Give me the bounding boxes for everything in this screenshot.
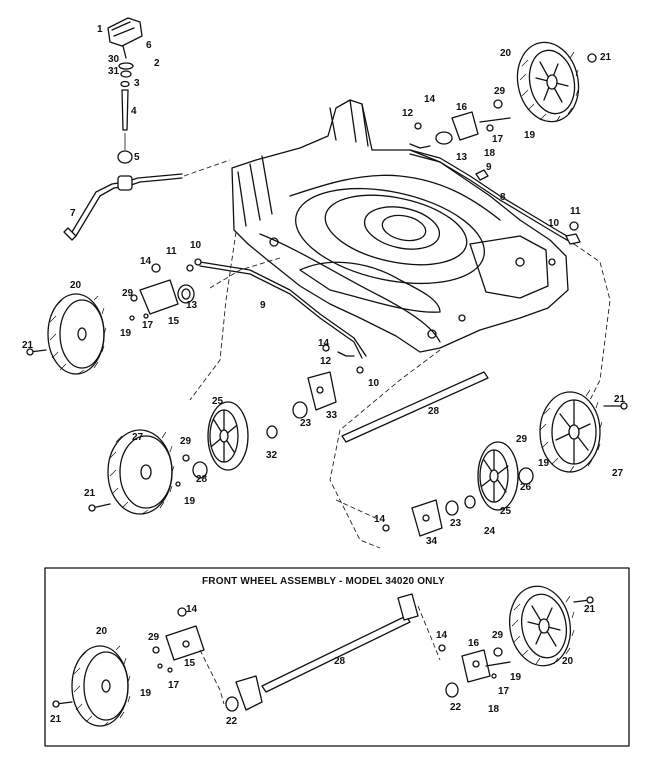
main-callout-11: 14 xyxy=(424,94,436,105)
wheel-bottom-right xyxy=(518,389,628,485)
inset-callout-16: 21 xyxy=(584,604,596,615)
main-callout-9: 20 xyxy=(500,48,512,59)
wheel-bottom-left xyxy=(88,429,208,515)
main-callout-21: 10 xyxy=(548,218,560,229)
main-callout-34: 14 xyxy=(318,338,330,349)
main-callout-24: 11 xyxy=(166,246,177,257)
main-callout-49: 19 xyxy=(538,458,550,469)
inset-callout-1: 20 xyxy=(96,626,108,637)
main-callout-43: 29 xyxy=(180,436,192,447)
main-callout-55: 24 xyxy=(484,526,496,537)
bracket-left-mid xyxy=(129,258,202,321)
main-callout-18: 13 xyxy=(456,152,468,163)
inset-callout-12: 19 xyxy=(510,672,522,683)
main-callout-10: 21 xyxy=(600,52,612,63)
main-callout-52: 14 xyxy=(374,514,386,525)
main-callout-51: 26 xyxy=(520,482,532,493)
wheel-left-mid xyxy=(26,293,107,375)
bracket-center xyxy=(292,344,364,419)
inset-callout-6: 21 xyxy=(50,714,62,725)
main-callout-48: 29 xyxy=(516,434,528,445)
inset-title: FRONT WHEEL ASSEMBLY - MODEL 34020 ONLY xyxy=(202,576,445,587)
main-callout-4: 31 xyxy=(108,66,120,77)
main-callout-41: 32 xyxy=(266,450,278,461)
inset-callout-4: 19 xyxy=(140,688,152,699)
main-callout-0: 1 xyxy=(97,24,103,35)
main-callout-7: 5 xyxy=(134,152,140,163)
main-callout-15: 19 xyxy=(524,130,536,141)
main-callout-26: 20 xyxy=(70,280,82,291)
inset-callout-8: 28 xyxy=(334,656,346,667)
main-callout-46: 21 xyxy=(84,488,96,499)
drive-gear-left xyxy=(207,401,278,471)
main-callout-37: 25 xyxy=(212,396,224,407)
assembly-leaders xyxy=(189,231,611,549)
main-callout-27: 29 xyxy=(122,288,134,299)
inset-callout-7: 22 xyxy=(226,716,238,727)
main-callout-25: 10 xyxy=(190,240,202,251)
main-callout-23: 14 xyxy=(140,256,152,267)
wheel-top-right xyxy=(516,41,580,123)
main-callout-30: 15 xyxy=(168,316,180,327)
inset-callout-5: 17 xyxy=(168,680,180,691)
axle-rods xyxy=(199,149,575,359)
main-callout-29: 17 xyxy=(142,320,154,331)
main-callout-6: 4 xyxy=(131,106,137,117)
main-callout-39: 33 xyxy=(326,410,338,421)
main-callout-1: 6 xyxy=(146,40,152,51)
main-callout-28: 19 xyxy=(120,328,132,339)
main-callout-40: 28 xyxy=(428,406,440,417)
hardware-right xyxy=(565,221,581,245)
inset-callout-14: 18 xyxy=(488,704,500,715)
main-callout-53: 23 xyxy=(450,518,462,529)
inset-callout-3: 15 xyxy=(184,658,196,669)
main-callout-5: 3 xyxy=(134,78,140,89)
inset-callout-2: 29 xyxy=(148,632,160,643)
main-callout-45: 19 xyxy=(184,496,196,507)
height-adjust-knob-assembly xyxy=(107,17,143,164)
main-callout-12: 12 xyxy=(402,108,414,119)
main-callout-16: 17 xyxy=(492,134,504,145)
inset-callout-13: 17 xyxy=(498,686,510,697)
main-callout-2: 2 xyxy=(154,58,160,69)
main-callout-31: 13 xyxy=(186,300,198,311)
main-callout-13: 16 xyxy=(456,102,468,113)
mower-deck xyxy=(231,99,569,353)
main-callout-20: 8 xyxy=(500,192,506,203)
main-callout-22: 11 xyxy=(570,206,581,217)
main-callout-38: 23 xyxy=(300,418,312,429)
main-callout-47: 21 xyxy=(614,394,626,405)
drive-gear-right xyxy=(477,441,519,511)
inset-callout-0: 14 xyxy=(186,604,198,615)
main-callout-56: 34 xyxy=(426,536,438,547)
main-callout-44: 28 xyxy=(196,474,208,485)
inset-callout-10: 16 xyxy=(468,638,480,649)
main-callout-36: 10 xyxy=(368,378,380,389)
main-callout-8: 7 xyxy=(70,208,76,219)
main-callout-19: 9 xyxy=(486,162,492,173)
inset-callout-9: 14 xyxy=(436,630,448,641)
main-callout-35: 12 xyxy=(320,356,332,367)
inset-callout-11: 29 xyxy=(492,630,504,641)
main-callout-32: 21 xyxy=(22,340,34,351)
inset-callout-15: 22 xyxy=(450,702,462,713)
main-callout-54: 25 xyxy=(500,506,512,517)
main-callout-50: 27 xyxy=(612,468,624,479)
inset-callout-17: 20 xyxy=(562,656,574,667)
main-callout-33: 9 xyxy=(260,300,266,311)
main-callout-17: 18 xyxy=(484,148,496,159)
main-callout-42: 27 xyxy=(132,432,144,443)
main-callout-3: 30 xyxy=(108,54,120,65)
adjust-lever-rod xyxy=(63,159,231,241)
bracket-bottom-right xyxy=(382,495,476,537)
front-wheel-inset xyxy=(44,567,630,747)
bracket-top-right xyxy=(409,53,597,149)
main-callout-14: 29 xyxy=(494,86,506,97)
drive-shaft xyxy=(341,371,489,443)
